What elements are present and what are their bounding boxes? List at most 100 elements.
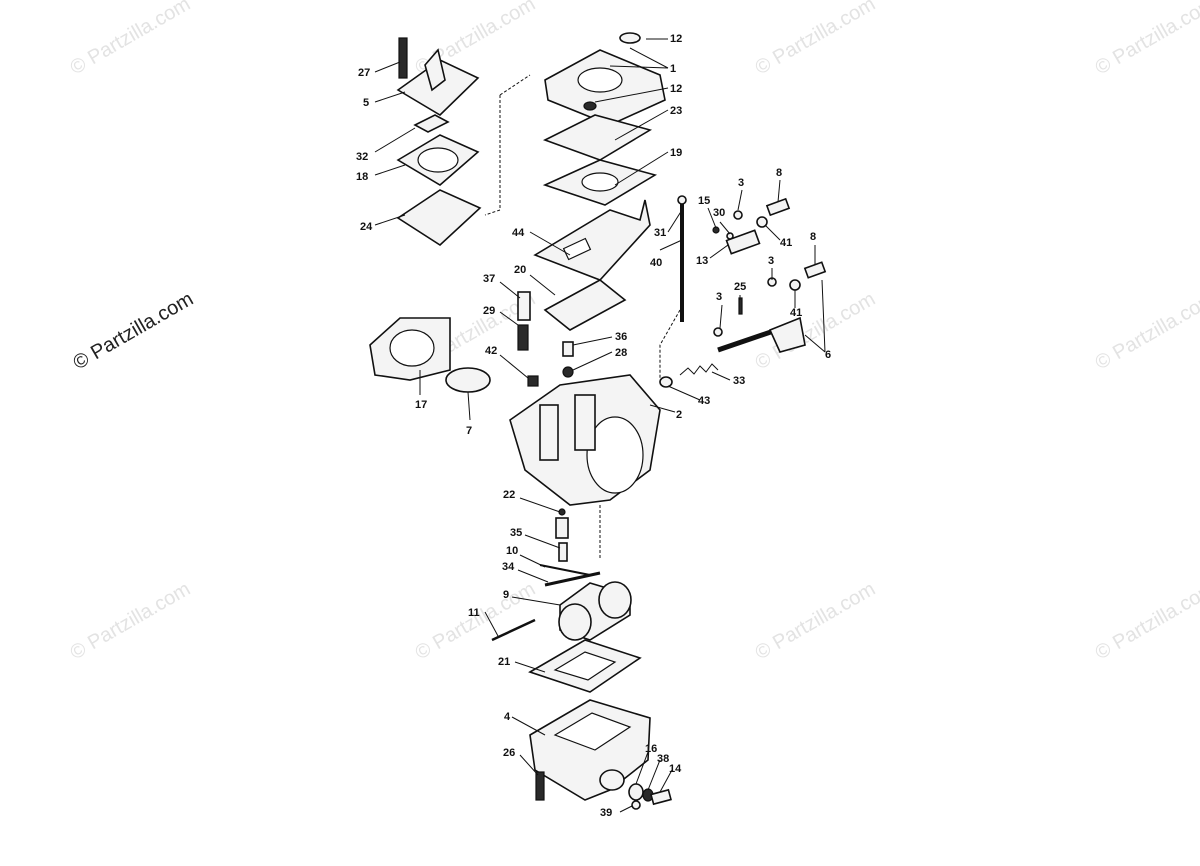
callout-33: 33 [733, 375, 745, 387]
callout-8: 8 [810, 231, 816, 243]
screw-31 [677, 195, 687, 205]
watermark: © Partzilla.com [752, 0, 880, 79]
watermark: © Partzilla.com [67, 0, 195, 79]
watermark: © Partzilla.com [67, 578, 195, 664]
watermark: © Partzilla.com [1092, 578, 1200, 664]
valve-8a [765, 197, 791, 217]
callout-31: 31 [654, 227, 666, 239]
callout-39: 39 [600, 807, 612, 819]
part-39 [631, 800, 641, 810]
callout-5: 5 [363, 97, 369, 109]
callout-15: 15 [698, 195, 710, 207]
plate-24 [396, 189, 482, 247]
gasket-21 [528, 639, 642, 693]
callout-28: 28 [615, 347, 627, 359]
diaphragm-19 [542, 159, 658, 206]
screw-26 [535, 771, 545, 801]
callout-16: 16 [645, 743, 657, 755]
callout-42: 42 [485, 345, 497, 357]
watermark: © Partzilla.com [412, 578, 540, 664]
callout-7: 7 [466, 425, 472, 437]
plug-14 [650, 788, 672, 806]
pin-11 [491, 618, 536, 642]
callout-11: 11 [468, 607, 480, 619]
spring-33 [679, 363, 719, 376]
callout-23: 23 [670, 105, 682, 117]
jet-29 [517, 324, 529, 351]
callout-18: 18 [356, 171, 368, 183]
lever-34 [544, 571, 601, 587]
callout-34: 34 [502, 561, 515, 573]
watermark-main: © Partzilla.com [70, 288, 198, 374]
callout-19: 19 [670, 147, 682, 159]
leader-lines [374, 38, 826, 813]
part-41b [789, 279, 801, 291]
callout-25: 25 [734, 281, 746, 293]
nut-3c [713, 327, 723, 337]
gasket-16 [628, 783, 644, 801]
gasket-20 [543, 279, 627, 331]
callout-24: 24 [360, 221, 373, 233]
watermark: © Partzilla.com [1092, 0, 1200, 79]
callout-8: 8 [776, 167, 782, 179]
part-42 [527, 375, 539, 387]
callout-36: 36 [615, 331, 627, 343]
pump-cover-5 [396, 48, 480, 117]
diaphragm-18 [396, 134, 480, 186]
washer-43 [659, 376, 673, 388]
fitting-13 [725, 229, 761, 255]
callout-41: 41 [780, 237, 792, 249]
pin-10 [539, 564, 591, 576]
callout-13: 13 [696, 255, 708, 267]
pin-25 [738, 297, 743, 315]
watermark: © Partzilla.com [752, 578, 880, 664]
callout-1: 1 [670, 63, 676, 75]
disk-7 [445, 367, 491, 393]
callout-12: 12 [670, 83, 682, 95]
callout-44: 44 [512, 227, 525, 239]
plate-44 [533, 199, 651, 281]
callout-29: 29 [483, 305, 495, 317]
callout-3: 3 [716, 291, 722, 303]
carburetor-body-2 [509, 374, 661, 506]
callout-43: 43 [698, 395, 710, 407]
callout-30: 30 [713, 207, 725, 219]
callout-38: 38 [657, 753, 669, 765]
callout-22: 22 [503, 489, 515, 501]
jet-37 [517, 291, 531, 321]
callout-27: 27 [358, 67, 370, 79]
callout-3: 3 [768, 255, 774, 267]
callout-labels: 12 1 12 23 19 27 5 32 18 24 44 20 37 29 … [356, 33, 831, 819]
callout-35: 35 [510, 527, 522, 539]
callout-41: 41 [790, 307, 802, 319]
gasket-17 [369, 317, 451, 381]
part-41a [756, 216, 768, 228]
callout-10: 10 [506, 545, 518, 557]
float-9 [558, 581, 632, 641]
callout-37: 37 [483, 273, 495, 285]
top-cover [544, 32, 666, 126]
callout-14: 14 [669, 763, 682, 775]
shaft-6 [717, 316, 806, 353]
callout-9: 9 [503, 589, 509, 601]
callout-32: 32 [356, 151, 368, 163]
float-bowl-4 [529, 699, 651, 801]
jet-36-28 [562, 341, 574, 378]
callout-6: 6 [825, 349, 831, 361]
valve-8b [803, 261, 827, 279]
jet-22 [555, 508, 569, 539]
gasket-23 [542, 114, 653, 161]
part-30 [726, 232, 734, 240]
callout-26: 26 [503, 747, 515, 759]
callout-21: 21 [498, 656, 510, 668]
needle-35 [558, 542, 568, 562]
screw-27 [398, 37, 408, 79]
assembly-guides [484, 74, 681, 560]
callout-20: 20 [514, 264, 526, 276]
watermark: © Partzilla.com [1092, 288, 1200, 374]
callout-40: 40 [650, 257, 662, 269]
gasket-32 [413, 114, 450, 133]
callout-17: 17 [415, 399, 427, 411]
callout-12: 12 [670, 33, 682, 45]
